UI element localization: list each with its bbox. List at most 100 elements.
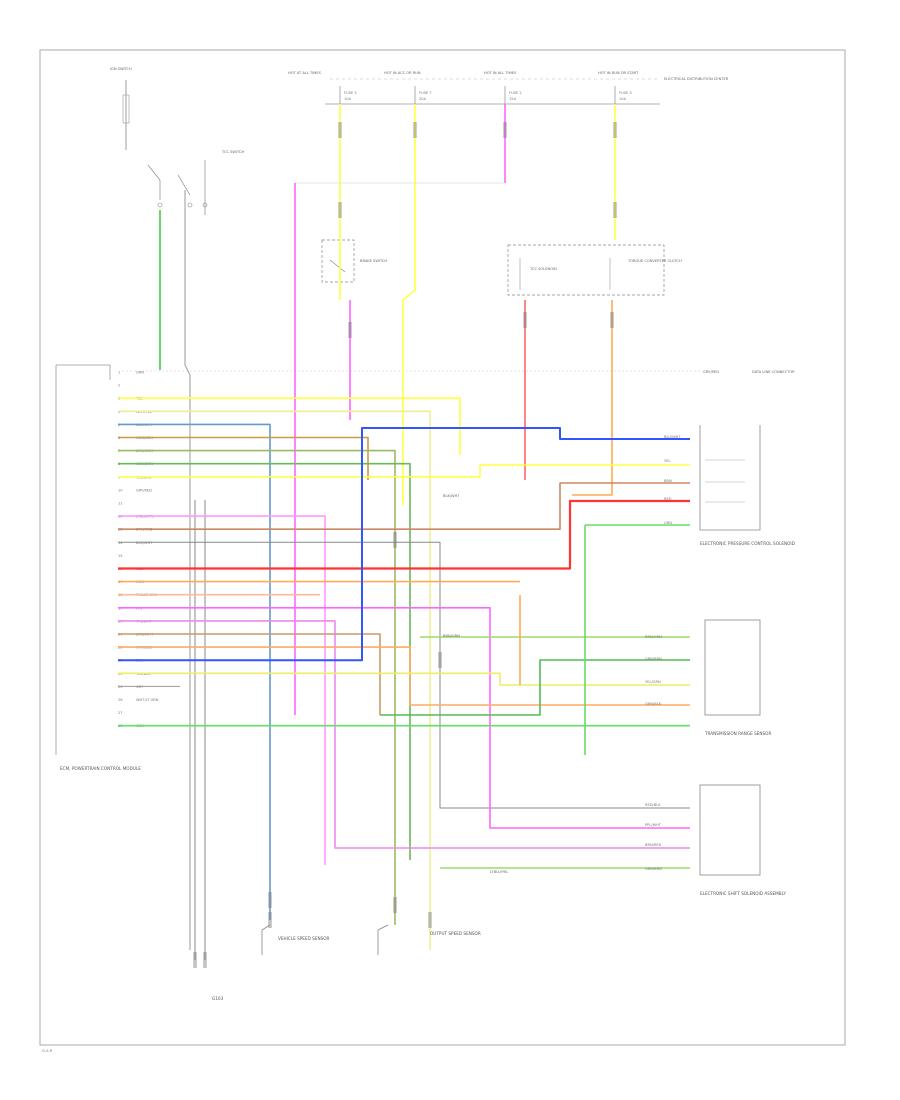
fuse-1: FUSE 5 10A — [339, 86, 357, 104]
connector-mark — [348, 322, 352, 338]
ecm-pin-number: 10 — [118, 488, 123, 492]
connector-mark — [503, 122, 507, 138]
ecm-pin-number: 26 — [118, 698, 123, 702]
wire-pin22-orange — [118, 646, 690, 706]
svg-text:BRAKE SWITCH: BRAKE SWITCH — [360, 259, 387, 263]
fuse-2: FUSE 7 20A — [414, 86, 432, 104]
wire-label-ltblu: LTBLU/YEL — [490, 870, 508, 874]
connector-mark — [338, 122, 342, 138]
component-pin-wire: BRN — [664, 479, 672, 483]
component-pin-wire: RED/BLK — [645, 803, 661, 807]
tcs-pin-list: BLU/WHT YEL BRN RED GRN — [664, 435, 681, 525]
connector-mark — [203, 952, 207, 968]
component-pin-wire: RED — [664, 497, 672, 501]
wire-pin19-pink — [118, 607, 690, 829]
data-link-connector: GRY/RED DATA LINK CONNECTOR — [122, 370, 795, 374]
svg-text:15A: 15A — [509, 97, 517, 101]
vehicle-speed-sensor: VEHICLE SPEED SENSOR — [261, 924, 330, 955]
tcc-relay: TCC SOLENOID TORQUE CONVERTER CLUTCH — [507, 244, 682, 296]
wire-pcm-green — [380, 659, 690, 716]
wire-pin6-orangebrn — [118, 436, 369, 480]
fuse-box-label: ELECTRICAL DISTRIBUTION CENTER — [664, 77, 729, 81]
connector-mark — [523, 312, 527, 328]
wire-pin8-grnbrn — [118, 462, 411, 860]
ground-g103: G103 — [212, 996, 224, 1001]
wire-pin12-pink — [118, 515, 326, 865]
svg-text:VEHICLE SPEED SENSOR: VEHICLE SPEED SENSOR — [278, 936, 330, 941]
svg-text:TORQUE CONVERTER CLUTCH: TORQUE CONVERTER CLUTCH — [627, 259, 682, 263]
svg-text:OUTPUT SPEED SENSOR: OUTPUT SPEED SENSOR — [430, 931, 481, 936]
component-pin-wire: YEL — [664, 459, 670, 463]
wire-pin16-red — [118, 499, 690, 570]
svg-text:FUSE 7: FUSE 7 — [419, 91, 432, 95]
wire-pin5-blue — [118, 423, 271, 920]
transmission-range-sensor: TRANSMISSION RANGE SENSOR BRN/GRNGRN/BRN… — [645, 619, 771, 736]
component-pin-wire: GRN/BRN — [645, 867, 662, 871]
wire-pin24-yellow — [118, 672, 690, 686]
ecm-pin-number: 1 — [118, 371, 120, 375]
ecm-pin-wire: GRY/RED — [136, 488, 152, 492]
connector-mark — [413, 122, 417, 138]
svg-text:10A: 10A — [619, 97, 627, 101]
svg-text:20A: 20A — [419, 97, 427, 101]
svg-text:FUSE 2: FUSE 2 — [509, 91, 522, 95]
connector-mark — [438, 652, 442, 668]
svg-text:FUSE 3: FUSE 3 — [619, 91, 632, 95]
wire-fuse2-yellow — [402, 104, 416, 505]
component-pin-wire: PPL/WHT — [645, 823, 662, 827]
connector-mark — [428, 912, 432, 928]
svg-text:ELECTRONIC PRESSURE CONTROL SO: ELECTRONIC PRESSURE CONTROL SOLENOID — [700, 541, 795, 546]
output-speed-sensor: OUTPUT SPEED SENSOR — [377, 924, 481, 955]
svg-text:FUSE 5: FUSE 5 — [344, 91, 357, 95]
svg-text:TRANSMISSION RANGE SENSOR: TRANSMISSION RANGE SENSOR — [704, 731, 771, 736]
wire-pin9-yellow — [118, 464, 690, 478]
wire-pin14-gray — [118, 541, 690, 809]
ecm-label: ECM, POWERTRAIN CONTROL MODULE — [60, 766, 141, 771]
electronic-pressure-solenoid: ELECTRONIC PRESSURE CONTROL SOLENOID BLU… — [664, 425, 795, 546]
feed-2-label: HOT IN ACC OR RUN — [384, 71, 421, 75]
brake-switch: BRAKE SWITCH — [321, 239, 387, 283]
diagram-frame — [39, 49, 846, 1046]
ecm-pin-number: 2 — [118, 384, 120, 388]
ecm-pin-wire: WHT/LT GRN — [136, 698, 159, 702]
wire-harness — [118, 104, 690, 968]
wire-shift-gray — [184, 190, 191, 950]
footer-code: G-S-R — [42, 1049, 53, 1053]
wire-pin3-yellow — [118, 397, 461, 455]
component-pin-wire: BRN/RED — [645, 843, 662, 847]
ecm-pin-wire: GRN — [136, 371, 144, 375]
svg-text:DATA LINK CONNECTOR: DATA LINK CONNECTOR — [752, 370, 795, 374]
feed-1-label: HOT AT ALL TIMES — [288, 71, 322, 75]
component-pin-wire: GRN/BRN — [645, 657, 662, 661]
ignition-switch: IGN SWITCH — [110, 67, 132, 150]
top-feeds: HOT AT ALL TIMES HOT IN ACC OR RUN HOT I… — [288, 71, 729, 105]
fuses: FUSE 5 10A FUSE 7 20A FUSE 2 15A FUSE 3 … — [339, 86, 632, 104]
ecm-pin-number: 11 — [118, 502, 123, 506]
component-pin-wire: BLU/WHT — [664, 435, 681, 439]
svg-text:IGN SWITCH: IGN SWITCH — [110, 67, 132, 71]
component-pin-wire: GRN — [664, 521, 672, 525]
component-pin-wire: ORN/BLK — [645, 702, 662, 706]
svg-text:TCC SOLENOID: TCC SOLENOID — [529, 267, 557, 271]
electronic-shift-solenoid: ELECTRONIC SHIFT SOLENOID ASSEMBLY RED/B… — [645, 784, 786, 896]
connector-mark — [268, 912, 272, 928]
component-pin-wire: YEL/GRN — [645, 680, 661, 684]
wire-pin13-brown — [118, 482, 690, 530]
svg-text:10A: 10A — [344, 97, 352, 101]
wire-pin21-brn — [118, 633, 381, 715]
ecm-pin-number: 15 — [118, 554, 123, 558]
connector-mark — [613, 202, 617, 218]
fuse-3: FUSE 2 15A — [504, 86, 522, 104]
connector-mark — [338, 202, 342, 218]
fuse-4: FUSE 3 10A — [614, 86, 632, 104]
connector-mark — [613, 122, 617, 138]
feed-4-label: HOT IN RUN OR START — [598, 71, 639, 75]
connector-mark — [610, 312, 614, 328]
ecm-pin-number: 27 — [118, 711, 123, 715]
connector-mark — [268, 892, 272, 908]
svg-text:GRY/RED: GRY/RED — [703, 370, 719, 374]
wire-pin23-blue — [118, 427, 690, 662]
wire-label-blk-wht: BLK/WHT — [443, 494, 460, 498]
